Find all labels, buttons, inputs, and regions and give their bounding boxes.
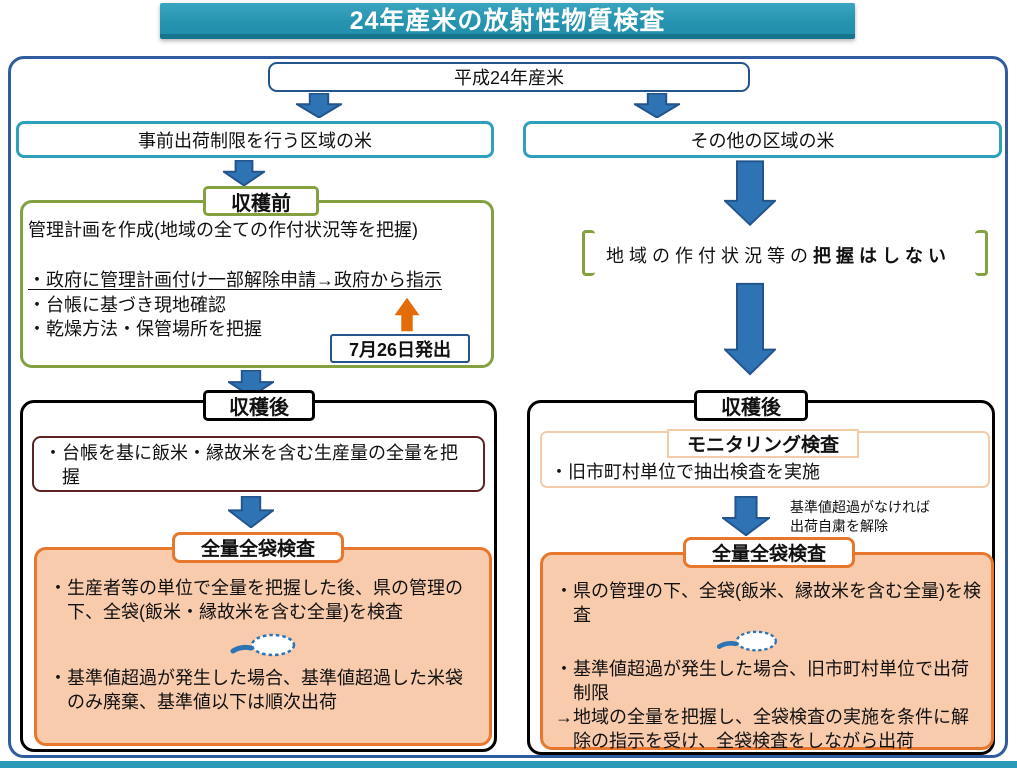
right-column-header: その他の区域の米: [523, 121, 1002, 158]
page-title: 24年産米の放射性物質検査: [349, 6, 666, 35]
no-survey-note: 地域の作付状況等の把握はしない: [606, 242, 951, 268]
ledger-summary-box: ・台帳を基に飯米・縁故米を含む生産量の全量を把握: [32, 436, 485, 492]
pre-harvest-stage-text: 収穫前: [231, 192, 291, 215]
left-column-header: 事前出荷制限を行う区域の米: [16, 121, 494, 158]
no-survey-note-bold: 把握はしない: [813, 246, 951, 266]
monitoring-bullet: ・旧市町村単位で抽出検査を実施: [550, 462, 820, 482]
right-column-header-label: その他の区域の米: [690, 130, 835, 151]
pre-harvest-ledger-line: ・台帳に基づき現地確認: [28, 295, 226, 315]
release-note: 基準値超過がなければ 出荷自粛を解除: [790, 498, 930, 536]
left-column-header-label: 事前出荷制限を行う区域の米: [138, 130, 372, 151]
monitoring-label-text: モニタリング検査: [686, 435, 839, 456]
date-issued-text: 7月26日発出: [348, 339, 452, 360]
left-inspection-bullet2: ・基準値超過が発生した場合、基準値超過した米袋のみ廃棄、基準値以下は順次出荷: [49, 668, 463, 712]
down-arrow-left-3-icon: [228, 496, 274, 528]
right-bracket: [975, 230, 988, 276]
right-inspection-box: ・県の管理の下、全袋(飯米、縁故米を含む全量)を検査 ・基準値超過が発生した場合…: [540, 552, 994, 751]
right-inspection-bullet3: →地域の全量を把握し、全袋検査の実施を条件に解除の指示を受け、全袋検査をしながら…: [555, 707, 969, 751]
dotted-flow-icon: [555, 629, 941, 655]
down-arrow-right-3-icon: [722, 496, 770, 536]
left-inspection-label-box: 全量全袋検査: [172, 532, 344, 563]
down-arrow-root-right-icon: [634, 93, 680, 118]
pre-harvest-underlined-line: ・政府に管理計画付け一部解除申請→政府から指示: [28, 270, 442, 290]
left-post-harvest-stage-label: 収穫後: [203, 390, 315, 421]
left-inspection-box: ・生産者等の単位で全量を把握した後、県の管理の下、全袋(飯米・縁故米を含む全量)…: [34, 547, 492, 746]
left-inspection-label-text: 全量全袋検査: [200, 539, 315, 560]
pre-harvest-plan-line: 管理計画を作成(地域の全ての作付状況等を把握): [28, 220, 418, 240]
left-inspection-bullet1: ・生産者等の単位で全量を把握した後、県の管理の下、全袋(飯米・縁故米を含む全量)…: [49, 578, 463, 622]
right-inspection-bullet1: ・県の管理の下、全袋(飯米、縁故米を含む全量)を検査: [555, 581, 981, 625]
release-note-line1: 基準値超過がなければ: [790, 499, 930, 515]
bottom-accent-strip: [0, 761, 1017, 768]
right-inspection-bullet2: ・基準値超過が発生した場合、旧市町村単位で出荷制限: [555, 659, 969, 703]
monitoring-label-box: モニタリング検査: [667, 429, 859, 458]
left-bracket: [582, 230, 595, 276]
date-issued-box: 7月26日発出: [330, 334, 470, 363]
down-arrow-root-left-icon: [296, 93, 342, 118]
right-inspection-label-text: 全量全袋検査: [711, 544, 826, 565]
dotted-flow-icon: [49, 632, 479, 660]
down-arrow-left-1-icon: [223, 160, 265, 186]
pre-harvest-storage-line: ・乾燥方法・保管場所を把握: [28, 319, 262, 339]
down-arrow-right-1-icon: [724, 160, 776, 226]
release-note-line2: 出荷自粛を解除: [790, 518, 888, 534]
no-survey-note-normal: 地域の作付状況等の: [606, 246, 813, 266]
left-post-harvest-stage-text: 収穫後: [229, 397, 289, 419]
right-post-harvest-stage-label: 収穫後: [694, 390, 808, 421]
ledger-summary-text: ・台帳を基に飯米・縁故米を含む生産量の全量を把握: [44, 443, 458, 487]
right-inspection-label-box: 全量全袋検査: [683, 537, 855, 568]
down-arrow-left-2-icon: [228, 370, 274, 397]
root-box: 平成24年産米: [268, 62, 750, 92]
up-arrow-date-icon: [394, 297, 420, 332]
down-arrow-right-2-icon: [724, 282, 776, 376]
root-box-label: 平成24年産米: [453, 68, 565, 88]
right-post-harvest-stage-text: 収穫後: [721, 397, 781, 419]
pre-harvest-stage-label: 収穫前: [203, 186, 319, 216]
title-banner: 24年産米の放射性物質検査: [160, 3, 855, 39]
